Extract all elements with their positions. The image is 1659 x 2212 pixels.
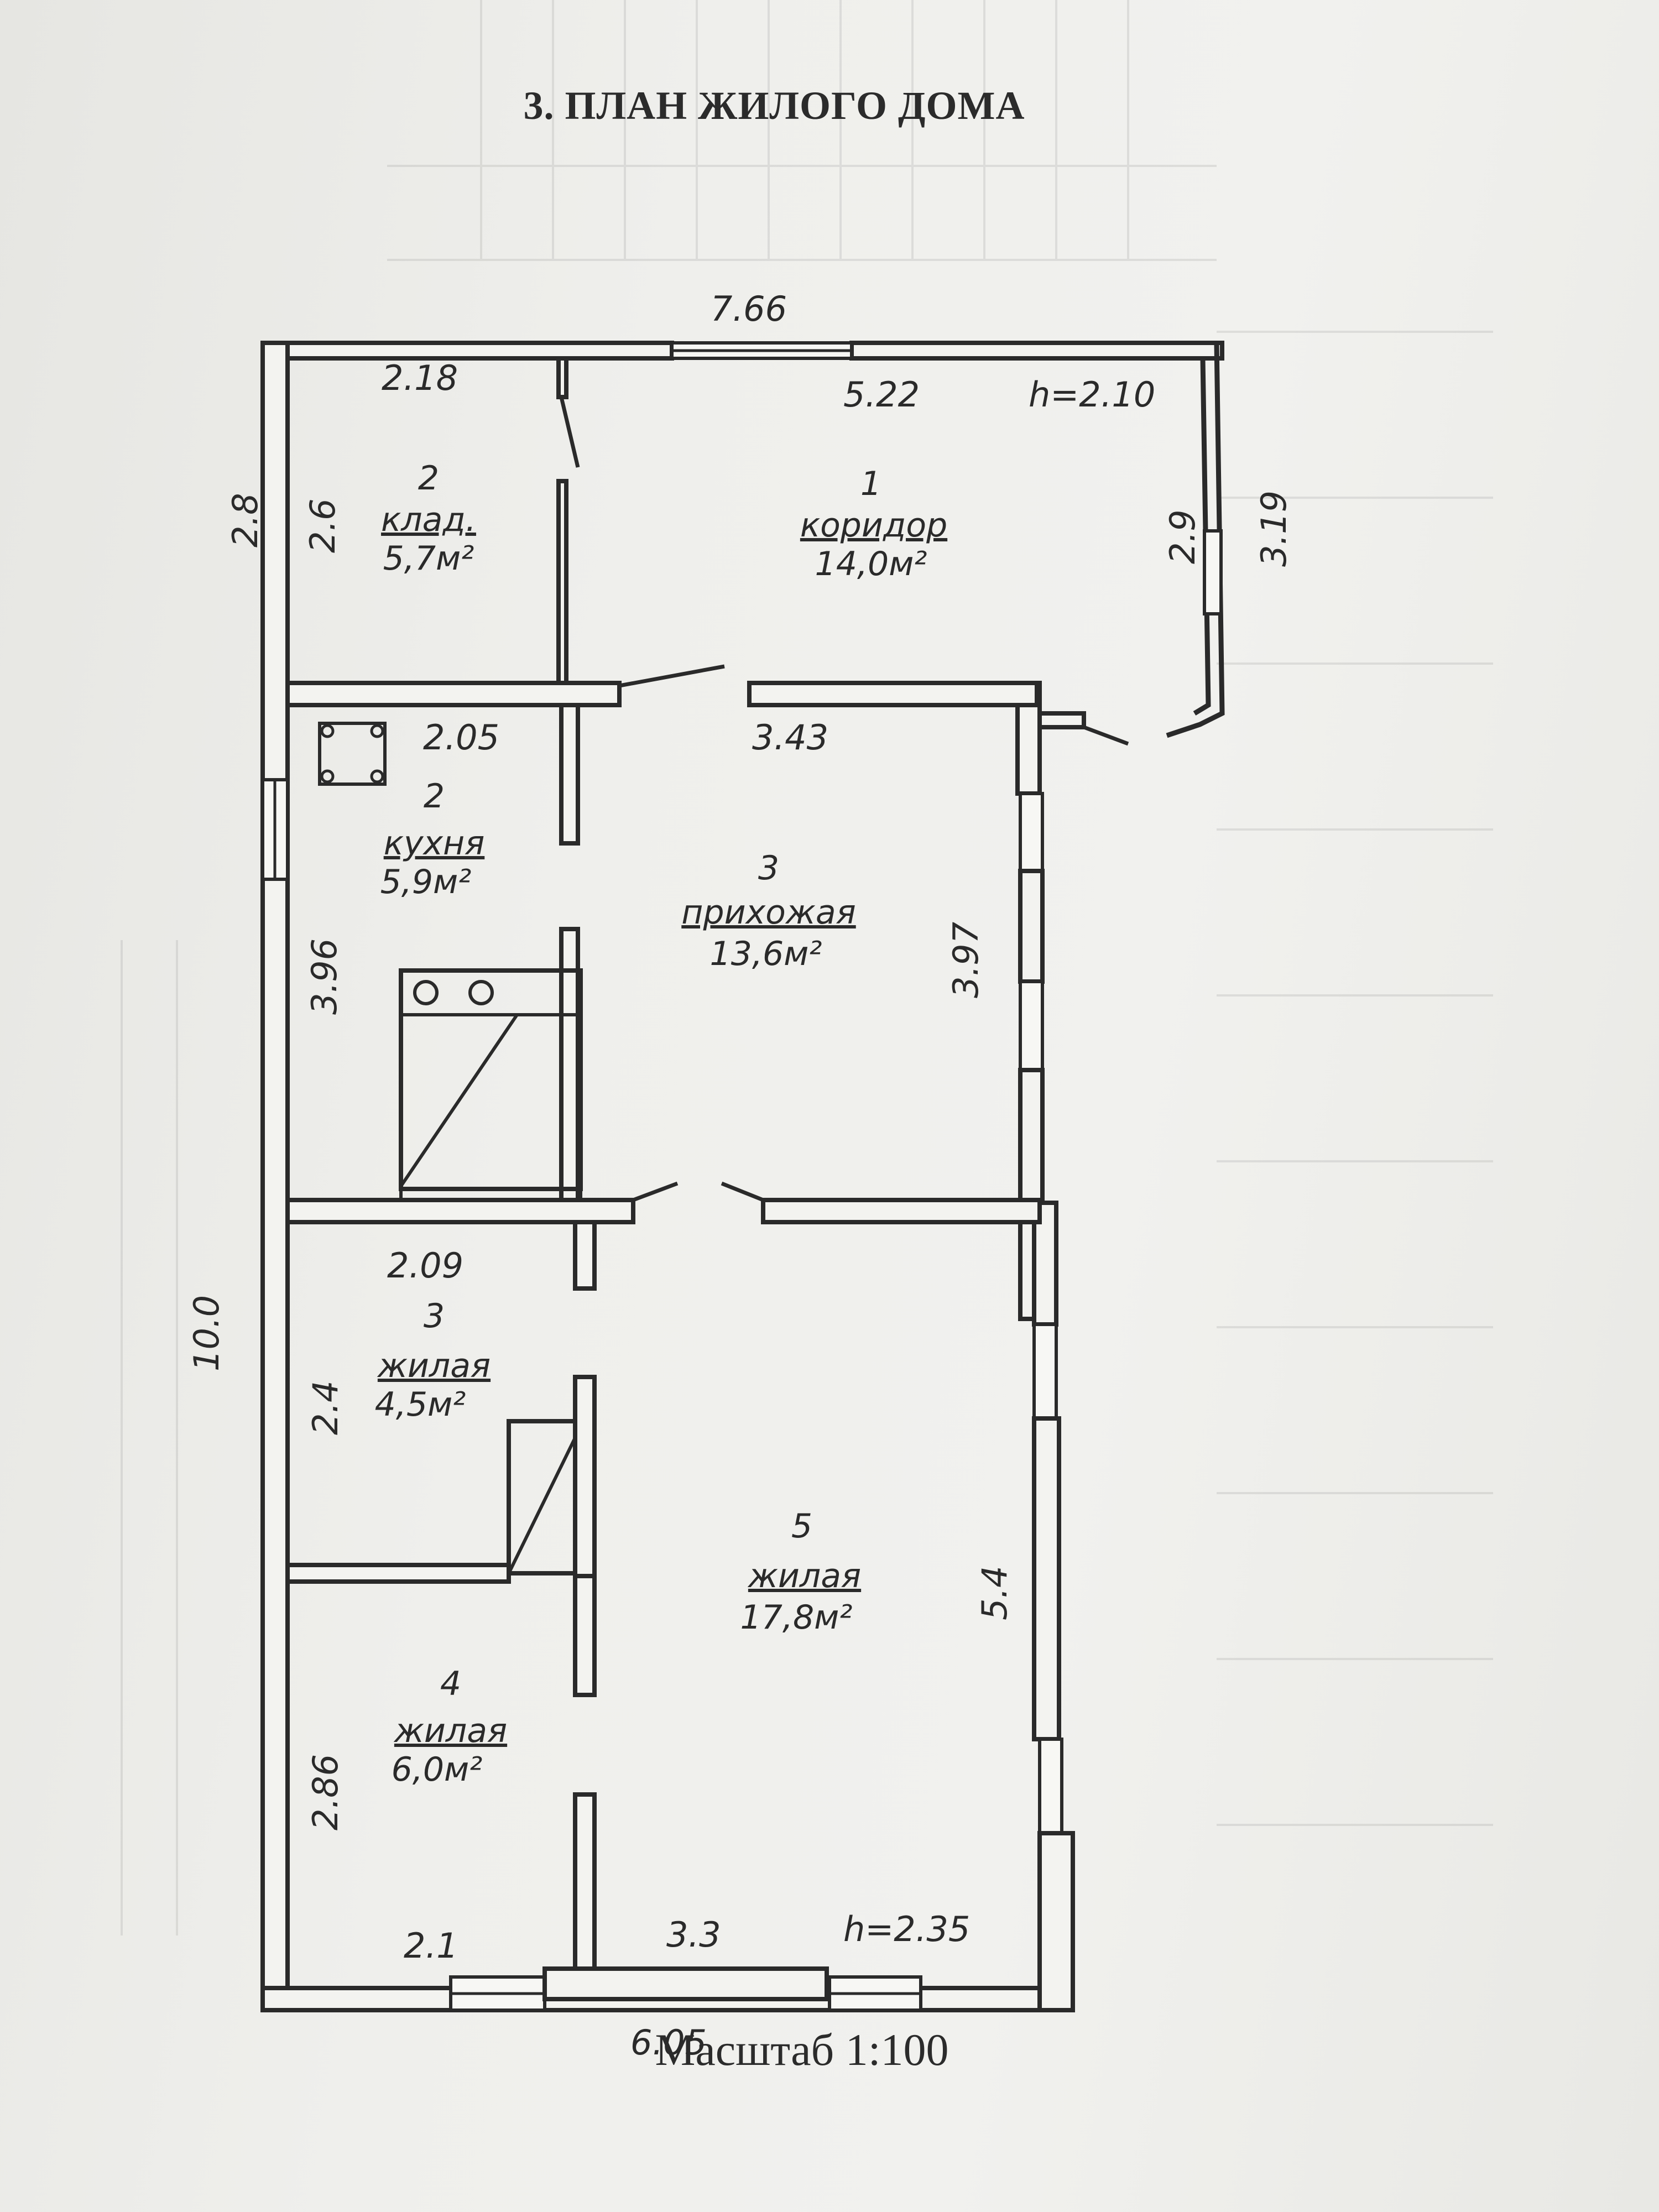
- dim-bottom-overall: 6.05: [630, 2022, 707, 2063]
- kitchen-fixtures: [318, 722, 583, 1202]
- room-living-5: 5 жилая 17,8м²: [740, 1507, 862, 1637]
- room-name: коридор: [800, 506, 947, 545]
- room-area: 6,0м²: [392, 1750, 483, 1789]
- dim-room5-width: 3.3: [666, 1914, 721, 1955]
- room-area: 4,5м²: [375, 1385, 466, 1424]
- room-name: жилая: [393, 1712, 507, 1750]
- dim-room3-depth: 2.4: [305, 1380, 346, 1435]
- room-number: 2: [418, 459, 439, 498]
- scale-caption: Масштаб 1:100: [655, 2025, 949, 2075]
- dim-ceiling-bottom: h=2.35: [843, 1909, 970, 1949]
- dim-left-pantry: 2.8: [225, 493, 265, 547]
- interior-walls: [285, 356, 1042, 1971]
- dim-room3-width: 2.09: [387, 1245, 463, 1286]
- dim-hall-width: 3.43: [752, 717, 828, 758]
- dim-room4-depth: 2.86: [305, 1754, 346, 1830]
- room-pantry: 2 клад. 5,7м²: [381, 459, 476, 578]
- room-number: 1: [860, 465, 881, 503]
- room-name: прихожая: [681, 893, 855, 932]
- room-number: 5: [791, 1507, 812, 1546]
- room-name: жилая: [377, 1347, 491, 1385]
- room-name: клад.: [381, 500, 476, 539]
- room-name: жилая: [747, 1557, 861, 1595]
- dim-ceiling-top: h=2.10: [1029, 374, 1155, 415]
- dim-kitchen-depth: 3.96: [304, 938, 345, 1015]
- room-area: 13,6м²: [710, 935, 822, 973]
- dim-hall-depth: 3.97: [946, 922, 986, 998]
- room-area: 14,0м²: [815, 545, 927, 583]
- room-number: 3: [758, 849, 779, 888]
- dim-pantry-width: 2.18: [382, 358, 458, 398]
- stove-fixture: [318, 722, 387, 786]
- dim-kitchen-width: 2.05: [423, 717, 499, 758]
- dim-left-overall: 10.0: [186, 1295, 227, 1371]
- dim-top-overall: 7.66: [711, 289, 787, 329]
- room-number: 2: [424, 777, 445, 816]
- room3-fixture: [507, 1419, 577, 1575]
- room-area: 5,9м²: [380, 863, 472, 901]
- room-kitchen: 2 кухня 5,9м²: [380, 777, 485, 901]
- outer-walls: [260, 341, 1225, 2012]
- room-living-4: 4 жилая 6,0м²: [392, 1665, 508, 1789]
- room-living-3: 3 жилая 4,5м²: [375, 1297, 491, 1424]
- dimensions: 7.66 2.18 5.22 h=2.10 2.8 2.6 2.9 3.19 2…: [186, 289, 1294, 2063]
- room-name: кухня: [384, 824, 485, 863]
- room-labels: 2 клад. 5,7м² 1 коридор 14,0м² 2 кухня 5…: [375, 459, 948, 1789]
- room-corridor: 1 коридор 14,0м²: [800, 465, 947, 583]
- plan-title: 3. ПЛАН ЖИЛОГО ДОМА: [523, 84, 1025, 128]
- room-number: 4: [440, 1665, 461, 1703]
- room-area: 5,7м²: [383, 539, 474, 578]
- dim-room4-width: 2.1: [404, 1926, 458, 1966]
- room-number: 3: [424, 1297, 445, 1335]
- dim-room5-depth: 5.4: [974, 1566, 1015, 1620]
- dim-corridor-width: 5.22: [843, 374, 920, 415]
- room-area: 17,8м²: [740, 1598, 853, 1637]
- dim-right-corridor-inner: 2.9: [1162, 509, 1203, 564]
- room-hall: 3 прихожая 13,6м²: [681, 849, 855, 973]
- dim-right-corridor-outer: 3.19: [1254, 491, 1294, 567]
- door-swings: [559, 397, 1129, 1202]
- dim-pantry-depth: 2.6: [302, 498, 343, 553]
